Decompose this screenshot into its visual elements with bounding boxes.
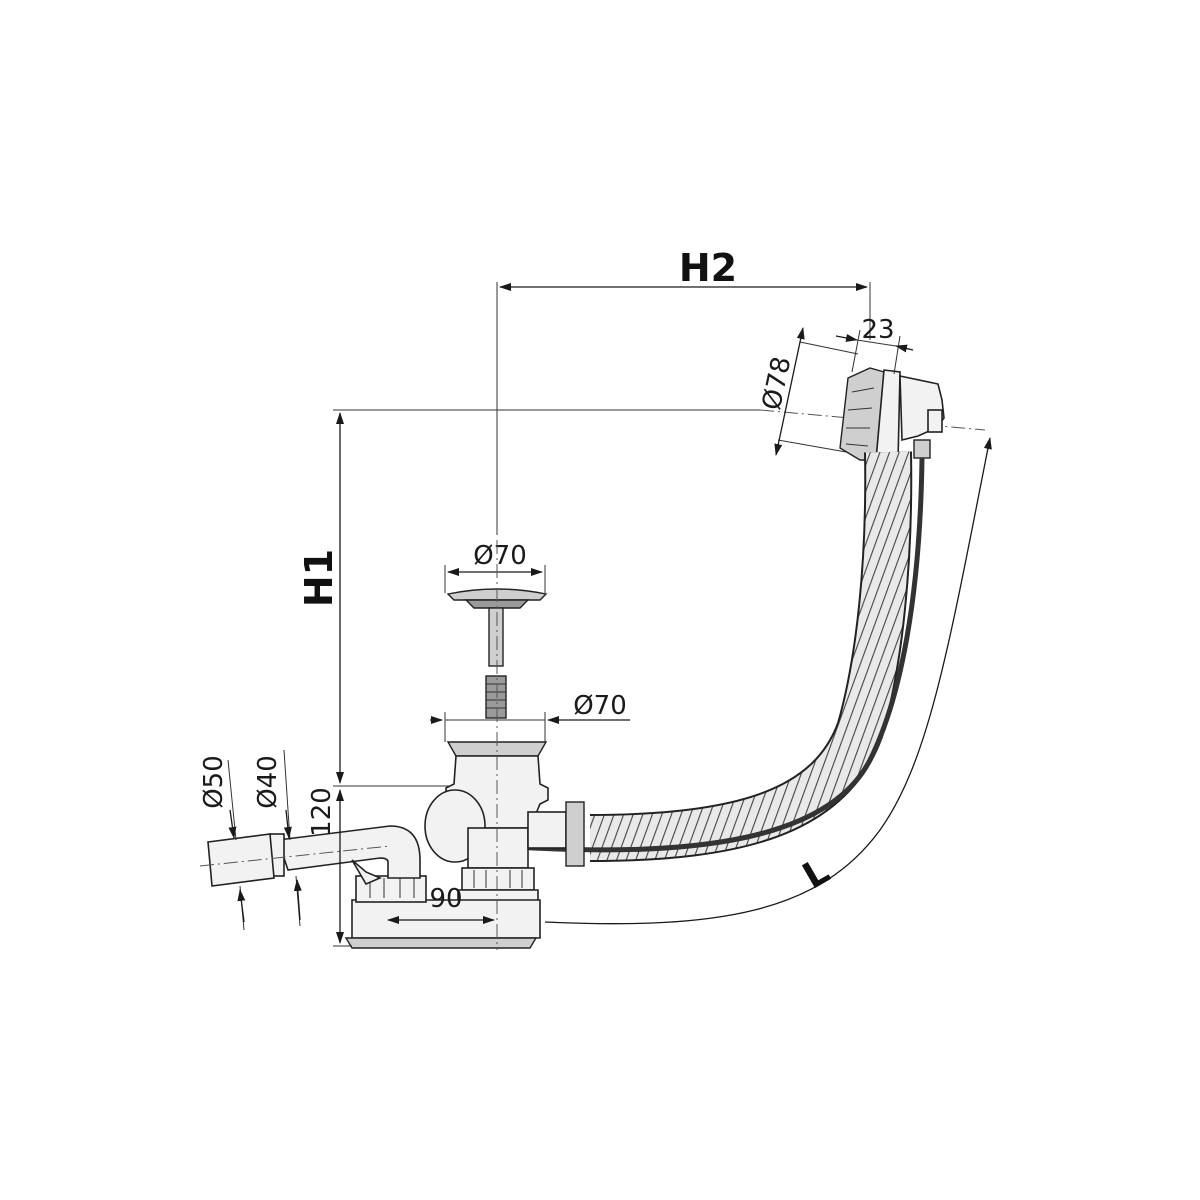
outlet-elbow: Ø50 Ø40 [199, 749, 421, 931]
d120-label: 120 [307, 787, 337, 837]
d40-label: Ø40 [253, 755, 283, 809]
trap-base: 90 [344, 540, 541, 950]
d90-label: 90 [429, 884, 462, 914]
d70-mid-label: Ø70 [573, 691, 627, 721]
overflow-head: Ø78 23 [757, 315, 945, 463]
plug-assembly: Ø70 [444, 541, 548, 719]
d78-label: Ø78 [757, 354, 797, 413]
d70-top-label: Ø70 [473, 541, 527, 571]
l-label: L [796, 851, 836, 898]
h2-label: H2 [679, 246, 737, 290]
h2-dimension: H2 [496, 246, 871, 535]
d50-label: Ø50 [199, 755, 229, 809]
h1-label: H1 [297, 549, 341, 607]
d23-label: 23 [861, 315, 894, 345]
corrugated-hose [499, 451, 925, 862]
d120-dimension: 120 [307, 787, 352, 947]
